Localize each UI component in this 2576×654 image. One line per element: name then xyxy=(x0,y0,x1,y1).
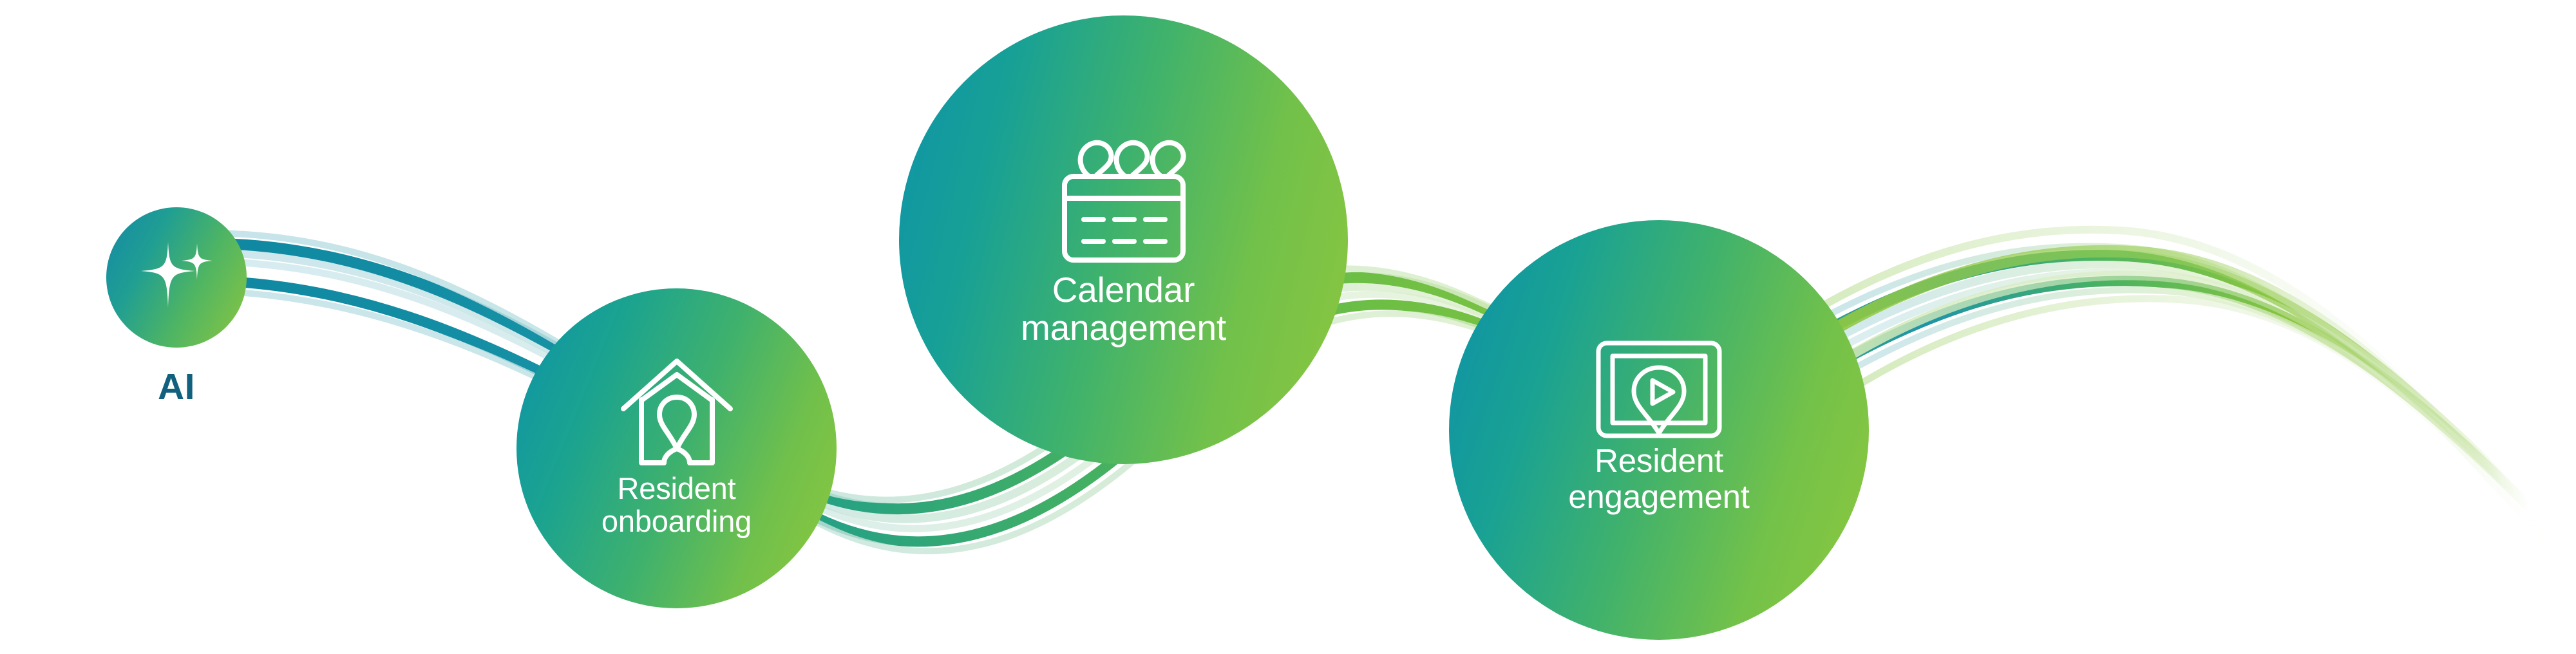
sparkle-icon xyxy=(128,228,225,328)
node-label-onboarding: Resident onboarding xyxy=(601,471,752,538)
node-label-calendar: Calendar management xyxy=(1020,269,1227,348)
calendar-icon xyxy=(1056,129,1192,271)
screen-play-pin-icon xyxy=(1595,339,1723,443)
node-resident-engagement[interactable]: Resident engagement xyxy=(1449,220,1869,640)
node-calendar-management[interactable]: Calendar management xyxy=(899,15,1348,464)
ai-label: AI xyxy=(158,366,195,407)
node-ai[interactable] xyxy=(106,207,247,348)
node-label-engagement: Resident engagement xyxy=(1568,442,1750,515)
house-person-icon xyxy=(617,353,737,472)
node-resident-onboarding[interactable]: Resident onboarding xyxy=(516,288,837,608)
